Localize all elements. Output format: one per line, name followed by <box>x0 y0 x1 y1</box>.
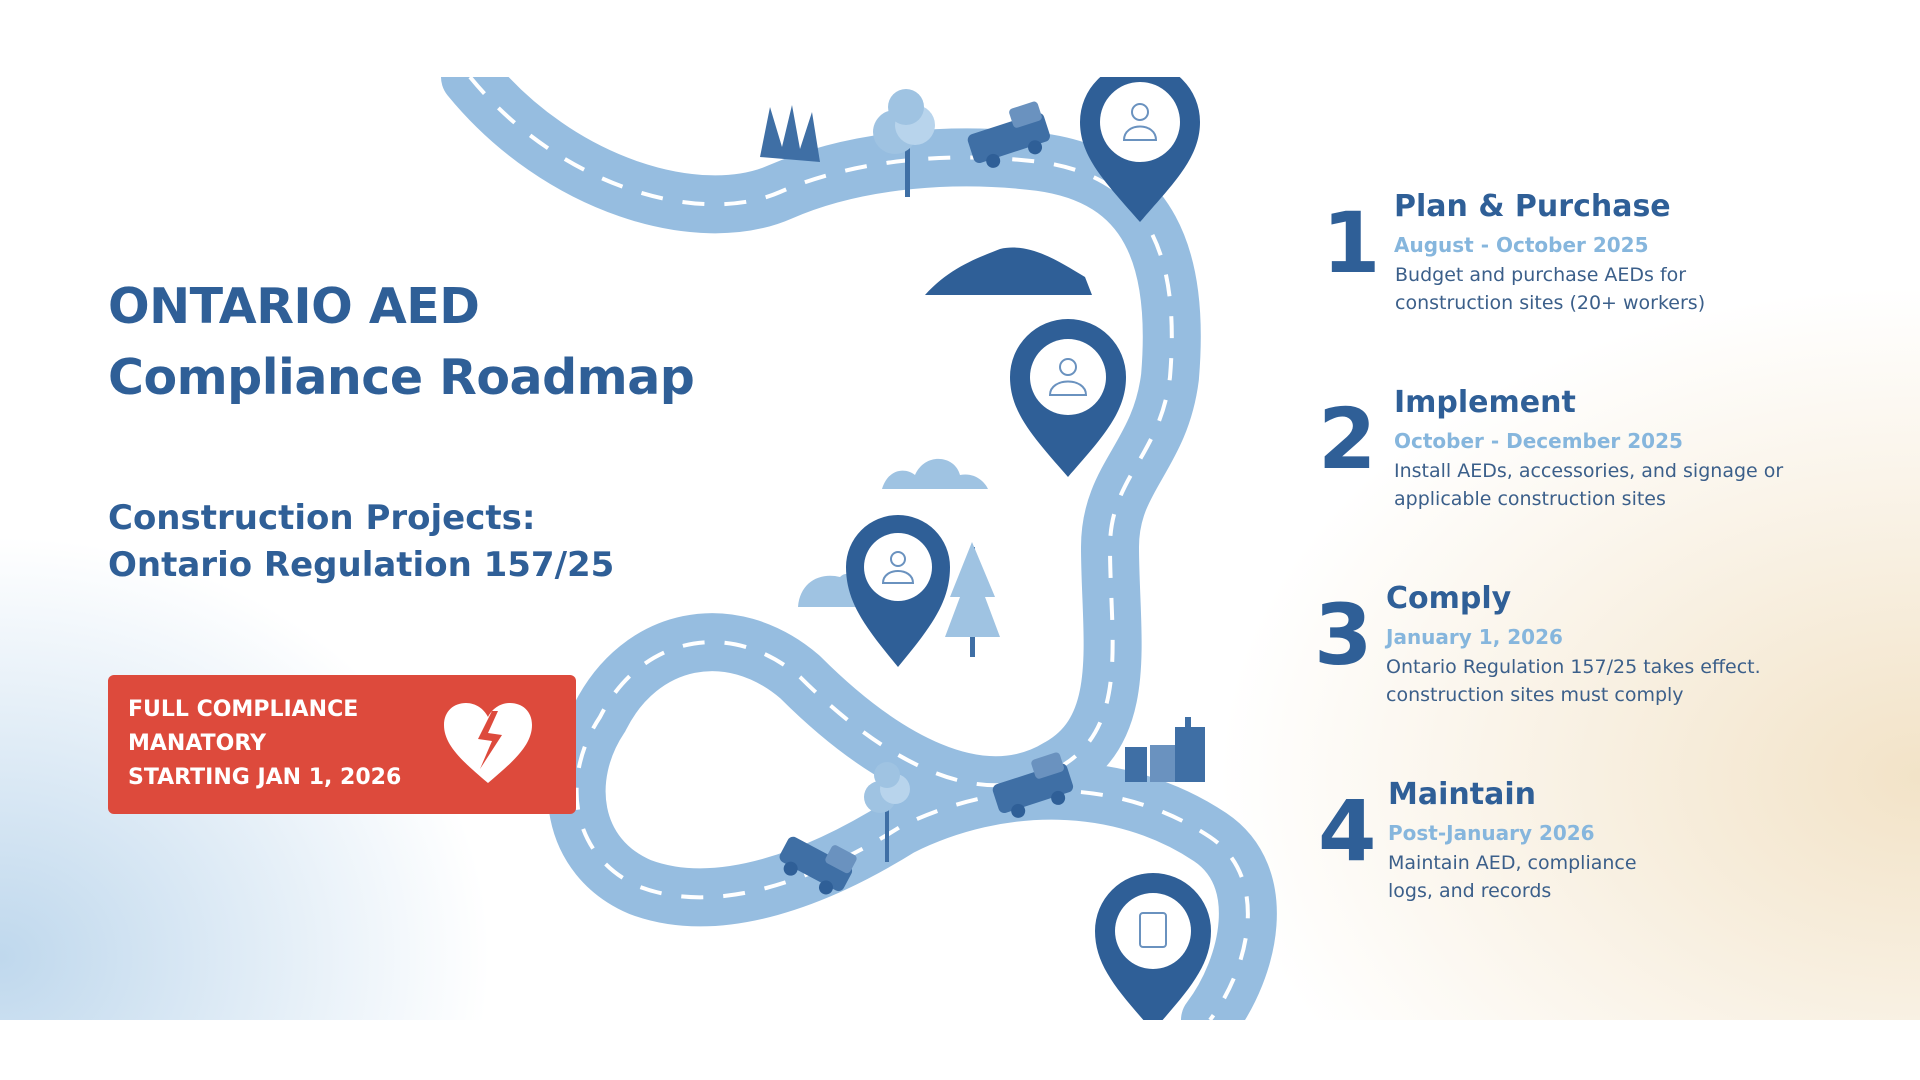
tree-icon <box>873 89 935 197</box>
bush-icon <box>798 573 859 607</box>
roadmap-panel: ONTARIO AED Compliance Roadmap Construct… <box>0 77 1920 1020</box>
road-center-line <box>468 77 1250 1020</box>
step-1-number: 1 <box>1322 194 1381 292</box>
bush-icon <box>760 105 820 162</box>
page-title: ONTARIO AED <box>108 278 480 335</box>
broken-heart-icon <box>444 703 532 783</box>
step-1-date: August - October 2025 <box>1394 233 1649 257</box>
step-2-title: Implement <box>1394 385 1576 420</box>
cloud-icon <box>882 458 988 489</box>
banner-line-2: MANATORY <box>128 731 267 756</box>
step-3-title: Comply <box>1386 581 1512 616</box>
tree-icon <box>945 542 1000 657</box>
factory-icon <box>1125 717 1205 782</box>
step-2-description: Install AEDs, accessories, and signage o… <box>1394 460 1784 510</box>
hill-icon <box>925 247 1092 295</box>
step-3-description: Ontario Regulation 157/25 takes effect. … <box>1386 656 1761 706</box>
step-1-title: Plan & Purchase <box>1394 189 1671 224</box>
step-3-date: January 1, 2026 <box>1386 625 1563 649</box>
map-pin-icon <box>1010 319 1126 477</box>
compliance-banner: FULL COMPLIANCE MANATORY STARTING JAN 1,… <box>108 675 576 814</box>
step-4-description: Maintain AED, compliance logs, and recor… <box>1388 852 1637 902</box>
truck-icon <box>779 836 857 895</box>
step-1-description: Budget and purchase AEDs for constructio… <box>1395 264 1706 314</box>
tree-icon <box>864 762 910 862</box>
map-pin-icon <box>1095 873 1211 1020</box>
truck-icon <box>992 752 1074 818</box>
step-2-date: October - December 2025 <box>1394 429 1683 453</box>
step-4-number: 4 <box>1318 782 1377 880</box>
road-illustration <box>441 77 1277 1020</box>
subtitle-line-2: Ontario Regulation 157/25 <box>108 545 615 585</box>
step-2-number: 2 <box>1318 390 1377 488</box>
map-pin-icon <box>846 515 950 667</box>
subtitle: Construction Projects: <box>108 498 536 538</box>
banner-line-1: FULL COMPLIANCE <box>128 697 359 722</box>
step-3-number: 3 <box>1314 586 1373 684</box>
step-4-title: Maintain <box>1388 777 1536 812</box>
truck-icon <box>967 101 1050 168</box>
banner-line-3: STARTING JAN 1, 2026 <box>128 765 402 790</box>
page-title-line-2: Compliance Roadmap <box>108 349 695 406</box>
map-pin-icon <box>1080 77 1200 222</box>
step-4-date: Post-January 2026 <box>1388 821 1595 845</box>
